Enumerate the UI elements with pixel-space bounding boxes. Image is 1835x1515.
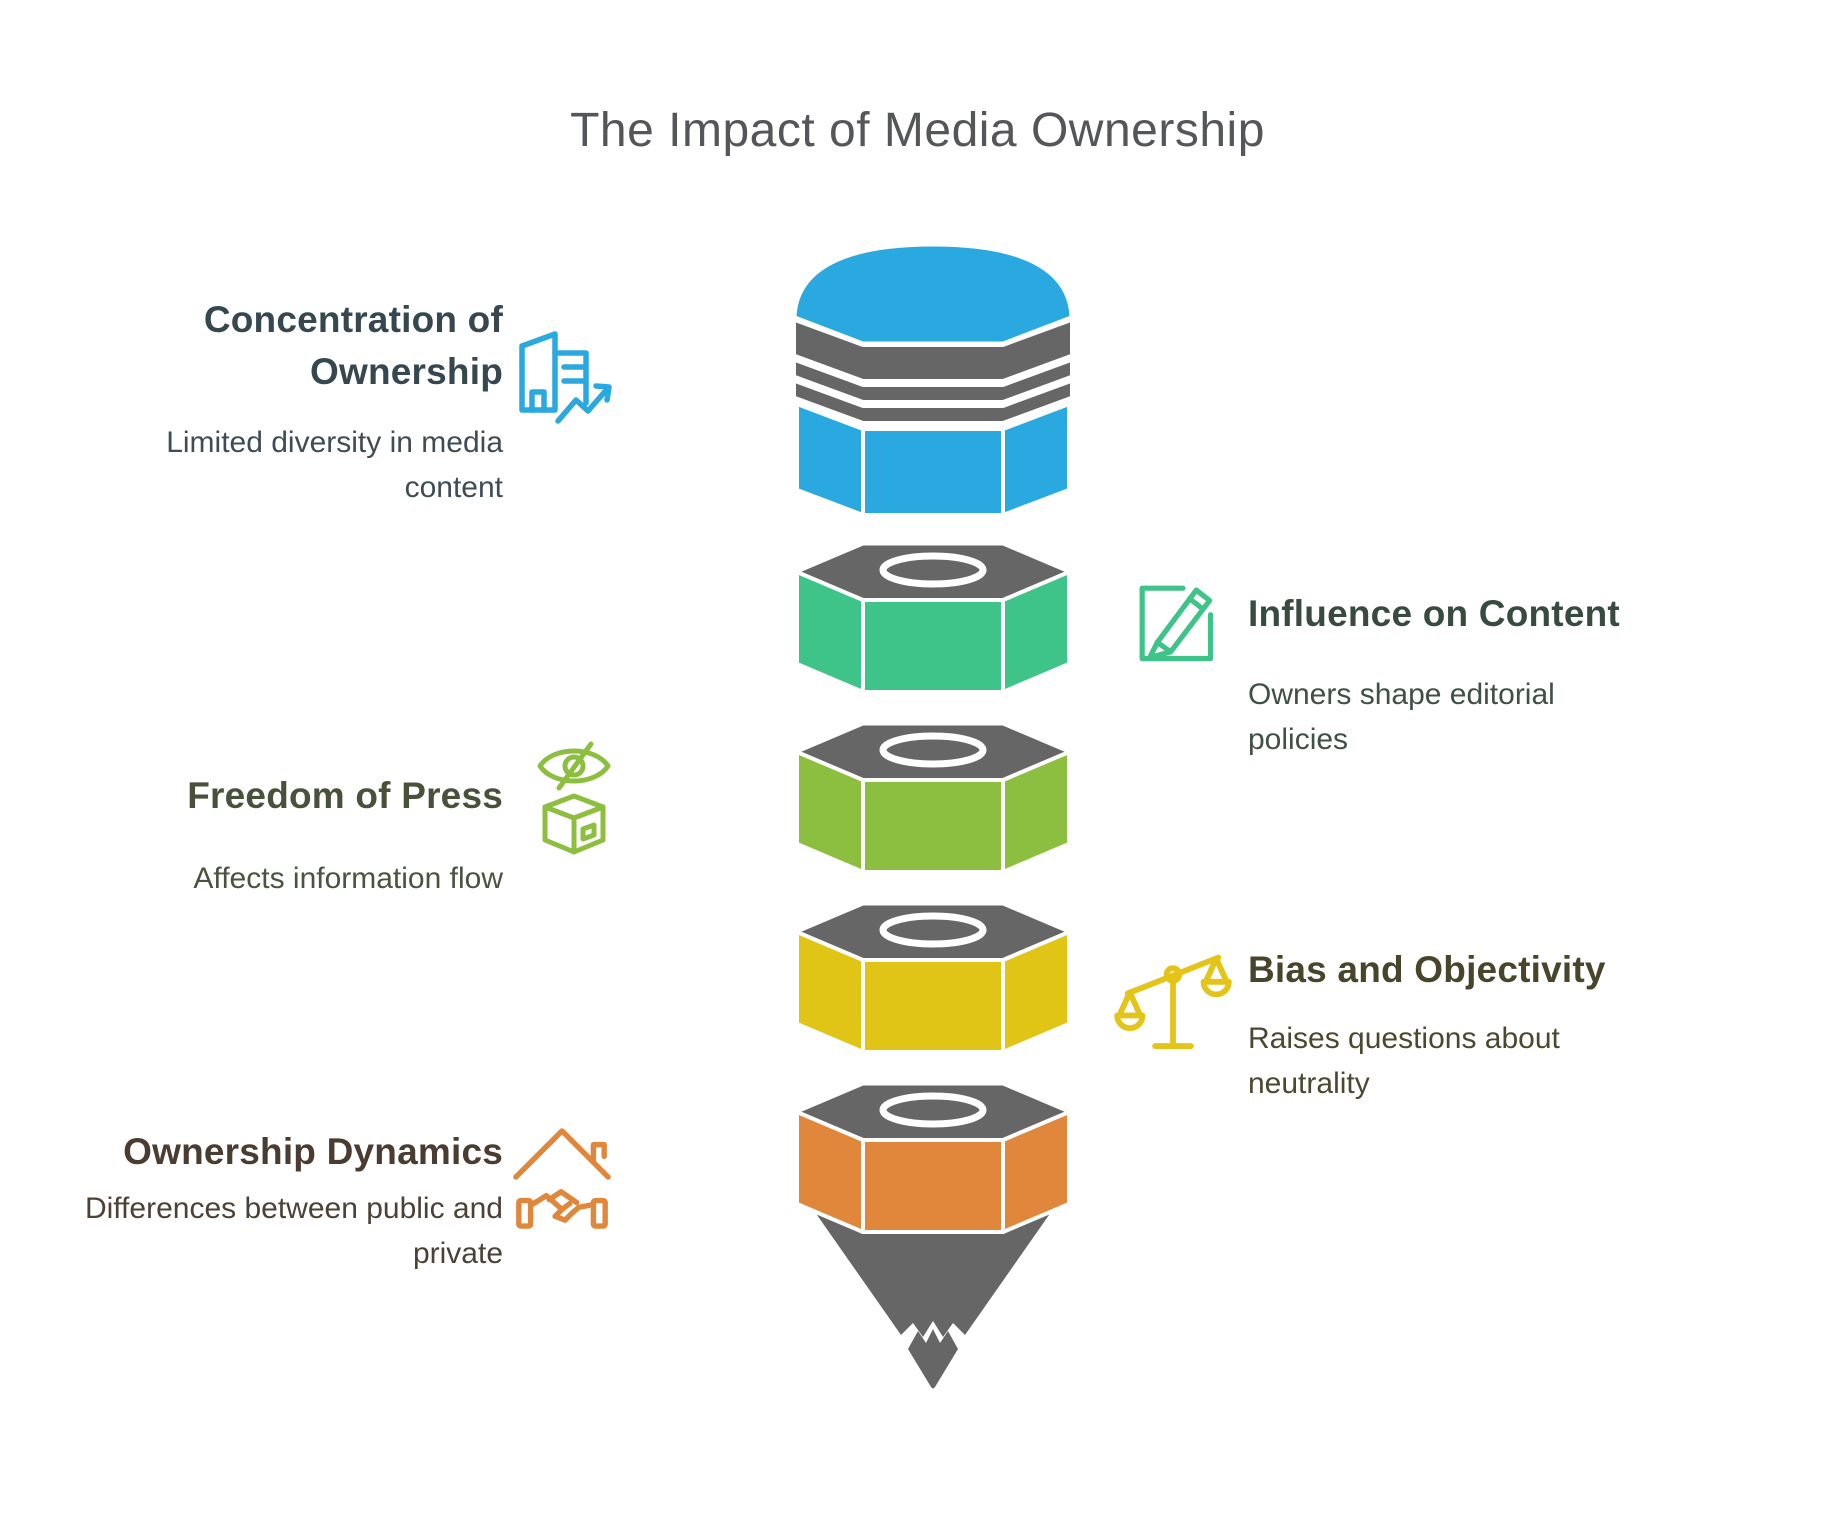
funnel-nut-3 — [795, 902, 1071, 1054]
pencil-funnel-graphic — [795, 243, 1071, 1389]
house-handshake-icon — [510, 1112, 614, 1242]
eye-box-icon — [528, 726, 620, 876]
nut-hole — [879, 732, 987, 768]
ferrule-stripes — [795, 320, 1071, 423]
nut-hole — [879, 552, 987, 588]
funnel-nut-4 — [795, 1082, 1071, 1234]
section-heading-ownership-dynamics: Ownership Dynamics — [123, 1131, 503, 1172]
section-body-freedom-of-press: Affects information flow — [193, 862, 503, 895]
section-heading-concentration-of-ownership: Concentration of Ownership — [203, 299, 503, 392]
page-title: The Impact of Media Ownership — [570, 104, 1265, 157]
section-body-concentration-of-ownership: Limited diversity in media content — [166, 426, 503, 504]
section-heading-freedom-of-press: Freedom of Press — [187, 775, 503, 816]
section-body-ownership-dynamics: Differences between public and private — [84, 1192, 503, 1270]
section-body-bias-and-objectivity: Raises questions about neutrality — [1248, 1022, 1560, 1100]
scales-icon — [1114, 928, 1232, 1063]
section-heading-influence-on-content: Influence on Content — [1248, 593, 1620, 634]
funnel-cap-segment — [795, 243, 1071, 517]
funnel-nut-1 — [795, 542, 1071, 694]
section-body-influence-on-content: Owners shape editorial policies — [1248, 678, 1555, 756]
edit-icon — [1126, 560, 1221, 680]
nut-hole — [879, 912, 987, 948]
building-growth-icon — [512, 315, 624, 427]
section-heading-bias-and-objectivity: Bias and Objectivity — [1248, 949, 1606, 990]
funnel-nut-2 — [795, 722, 1071, 874]
nut-hole — [879, 1092, 987, 1128]
